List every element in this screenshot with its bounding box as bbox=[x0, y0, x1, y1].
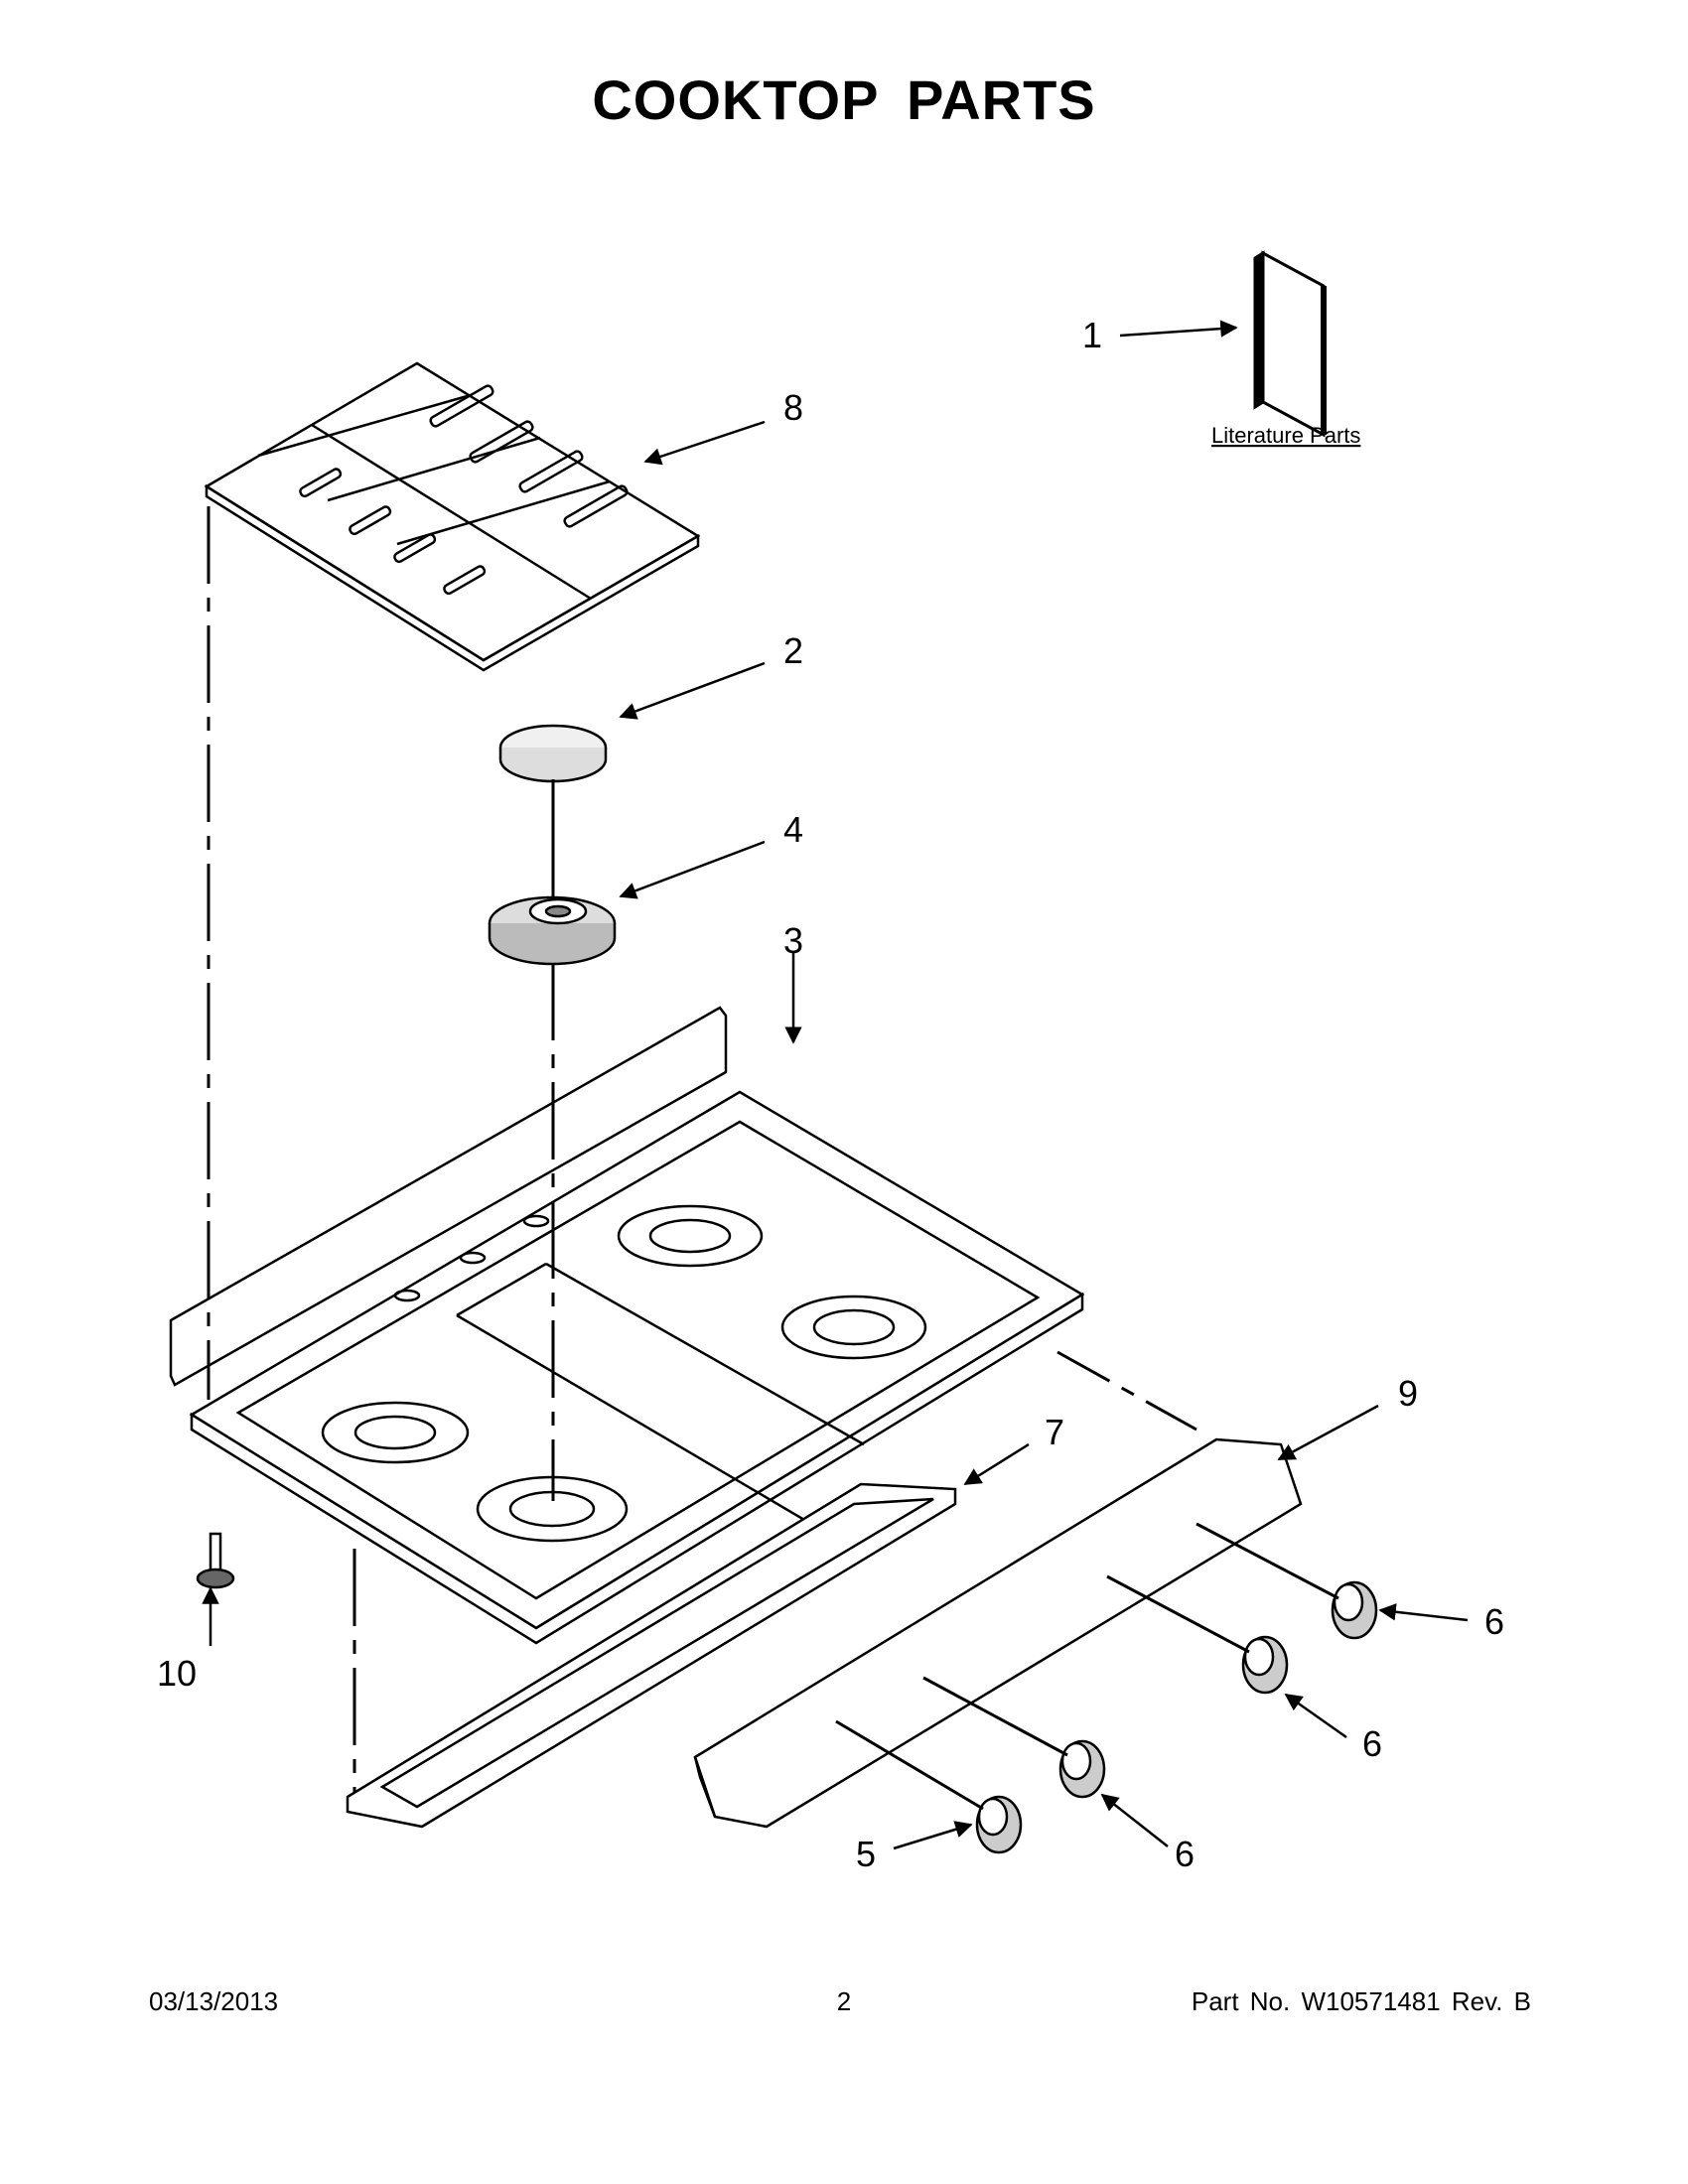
callout-arrows bbox=[202, 320, 1469, 1850]
callout-8: 8 bbox=[783, 387, 803, 428]
page-title: COOKTOP PARTS bbox=[592, 68, 1096, 131]
knob-6-icon bbox=[1331, 1580, 1378, 1640]
trim-strip-drawing bbox=[346, 1482, 957, 1829]
knob-5-icon bbox=[975, 1795, 1023, 1854]
control-panel-drawing bbox=[693, 1437, 1303, 1829]
knob-6-icon bbox=[1241, 1635, 1289, 1695]
leveling-leg-icon bbox=[196, 1532, 235, 1589]
callout-1: 1 bbox=[1082, 315, 1102, 355]
cooktop-drawing bbox=[169, 1006, 1085, 1645]
assembly-lines bbox=[207, 506, 1339, 1811]
callout-3: 3 bbox=[783, 920, 803, 961]
callout-6: 6 bbox=[1484, 1601, 1504, 1642]
literature-book-icon bbox=[1253, 250, 1327, 438]
burner-base-drawing bbox=[488, 895, 617, 966]
callout-10: 10 bbox=[157, 1653, 197, 1694]
callout-2: 2 bbox=[783, 630, 803, 671]
callout-6: 6 bbox=[1175, 1834, 1195, 1874]
callout-4: 4 bbox=[783, 809, 803, 850]
callout-6: 6 bbox=[1362, 1723, 1382, 1764]
knob-6-icon bbox=[1058, 1739, 1106, 1799]
literature-parts-label: Literature Parts bbox=[1211, 423, 1360, 448]
grate-drawing bbox=[204, 361, 701, 672]
footer-part-number: Part No. W10571481 Rev. B bbox=[1191, 1986, 1531, 2016]
footer-page-number: 2 bbox=[836, 1986, 852, 2016]
callout-9: 9 bbox=[1398, 1373, 1418, 1414]
footer-date: 03/13/2013 bbox=[149, 1986, 279, 2016]
callout-7: 7 bbox=[1045, 1412, 1064, 1452]
callout-5: 5 bbox=[856, 1834, 876, 1874]
burner-cap-drawing bbox=[498, 724, 608, 783]
